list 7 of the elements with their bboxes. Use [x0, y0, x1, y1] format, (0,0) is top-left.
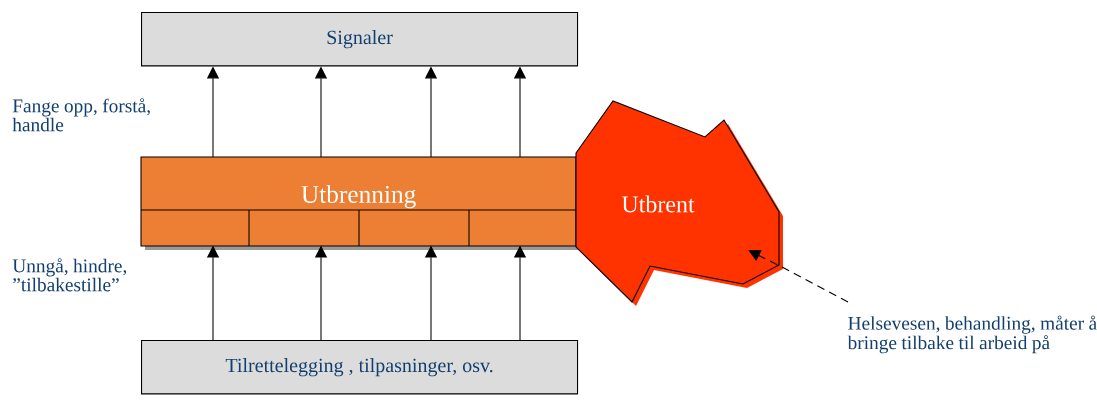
label-box: Tilrettelegging , tilpasninger, osv.	[141, 340, 579, 395]
label-box: Signaler	[141, 12, 579, 67]
annotation-text: Helsevesen, behandling, måter å bringe tilbake til arbeid på	[847, 315, 1097, 354]
brick-wall: Utbrenning	[140, 156, 580, 250]
arrow	[748, 250, 849, 303]
side-label: Unngå, hindre, ”tilbakestille”	[12, 258, 127, 292]
side-label: Fange opp, forstå, handle	[12, 98, 150, 132]
